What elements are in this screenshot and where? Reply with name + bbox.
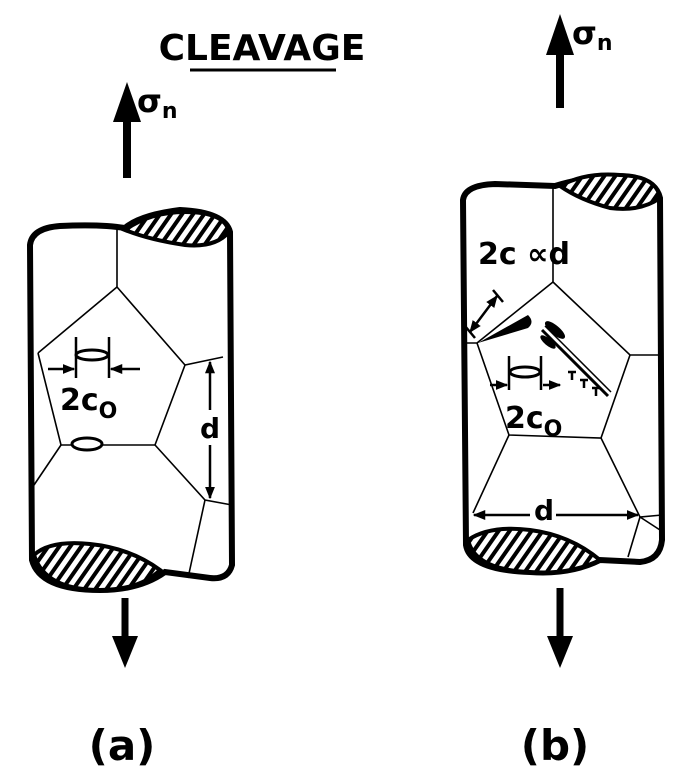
- stress-label-a: σn: [137, 82, 178, 124]
- top-fracture-surface: [556, 172, 663, 211]
- panel-b: σn 2c ∝d: [459, 14, 666, 770]
- crack-size-dimension: [48, 337, 140, 378]
- panel-a: σn 2cO d: [26, 82, 236, 770]
- bottom-fracture-surface: [31, 541, 164, 593]
- stress-arrow-up-icon: [546, 14, 574, 108]
- panel-label-a: (a): [89, 721, 156, 770]
- stress-arrow-down-icon: [547, 588, 573, 668]
- grain-boundaries: [463, 186, 663, 558]
- grain-size-label-b: d: [534, 494, 554, 527]
- grain-boundaries: [33, 228, 233, 579]
- crack-size-label-a: 2cO: [60, 383, 117, 424]
- crack-size-label-b: 2cO: [505, 401, 562, 442]
- top-fracture-surface: [120, 209, 232, 248]
- stress-arrow-down-icon: [112, 598, 138, 668]
- proportional-label: 2c ∝d: [478, 237, 570, 272]
- stress-label-b: σn: [572, 14, 613, 56]
- grain-size-label-a: d: [200, 412, 220, 445]
- specimen-cylinder: [459, 172, 666, 576]
- slip-band: [540, 321, 612, 398]
- bottom-fracture-surface: [465, 526, 604, 575]
- crack-size-dimension: [490, 356, 562, 390]
- cleavage-crack: [478, 315, 532, 343]
- panel-label-b: (b): [521, 721, 589, 770]
- microcrack: [70, 436, 104, 452]
- stress-arrow-up-icon: [113, 82, 141, 178]
- title: CLEAVAGE: [159, 28, 366, 69]
- crack-length-dimension: [464, 289, 504, 339]
